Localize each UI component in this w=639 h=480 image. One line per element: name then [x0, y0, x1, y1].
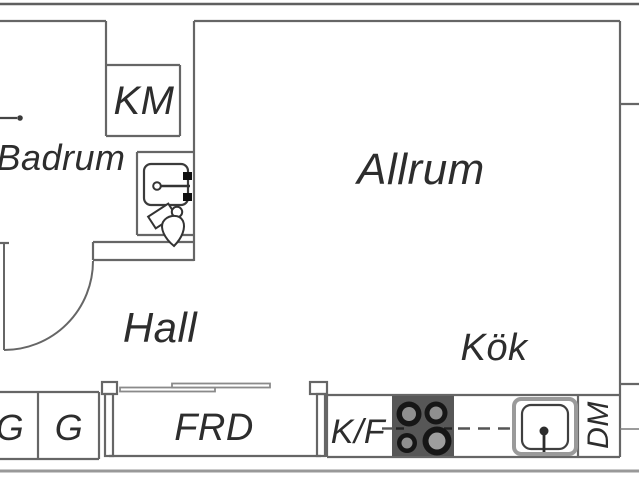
- label-garderob-2: G: [55, 407, 84, 448]
- toilet-icon: [146, 202, 185, 248]
- stove-icon: [392, 396, 454, 456]
- kitchen-fixtures: [382, 396, 578, 456]
- kitchen-sink-icon: [512, 397, 578, 456]
- basin-tap-cold: [183, 193, 192, 201]
- label-hall: Hall: [123, 304, 199, 351]
- burner-bottom-left-center: [401, 437, 413, 449]
- frd-jamb-left-stem: [103, 392, 115, 458]
- label-kf: K/F: [331, 413, 387, 451]
- burner-top-left-center: [402, 407, 416, 421]
- burner-top-right-center: [429, 406, 443, 420]
- sliding-door-icon: [119, 382, 271, 393]
- towel-bar-knob: [17, 115, 23, 121]
- label-dm: DM: [582, 401, 615, 449]
- label-kok: Kök: [461, 327, 529, 369]
- kitchen-faucet-knob: [539, 426, 549, 436]
- frd-jamb-left-cap: [100, 380, 119, 396]
- burner-bottom-right-center: [428, 432, 446, 450]
- label-garderob-1: G: [0, 407, 24, 448]
- label-badrum: Badrum: [0, 137, 126, 178]
- door-swing-arc: [3, 260, 94, 351]
- frd-jamb-right-cap: [308, 380, 329, 396]
- bathroom-fixtures: [0, 115, 192, 248]
- label-frd: FRD: [174, 407, 254, 449]
- sliding-door-panel-2: [171, 382, 271, 389]
- label-allrum: Allrum: [354, 145, 485, 194]
- basin-faucet-knob: [152, 181, 162, 191]
- toilet-bowl: [161, 214, 185, 248]
- label-km: KM: [114, 79, 175, 123]
- frd-jamb-right-stem: [315, 392, 327, 458]
- basin-tap-hot: [183, 172, 192, 180]
- sliding-door-panel-1: [119, 386, 216, 393]
- bathroom-sink-icon: [142, 162, 190, 207]
